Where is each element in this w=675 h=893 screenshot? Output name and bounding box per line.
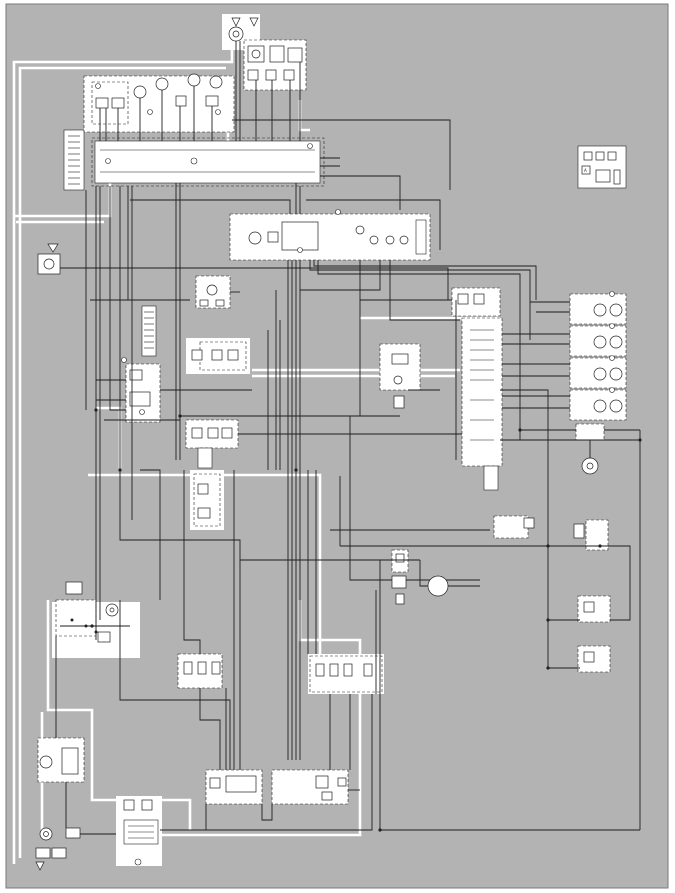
ecu-terminal-strip xyxy=(63,129,85,191)
right-middle-switches xyxy=(493,515,611,673)
top-sensor-cluster xyxy=(83,73,235,133)
top-right-connectors xyxy=(243,39,307,91)
bottom-left-rectifier xyxy=(35,737,85,871)
lower-fuse-group-left xyxy=(177,653,223,689)
control-unit-wires xyxy=(127,183,537,760)
bottom-connector-b xyxy=(271,769,349,805)
bottom-connector-a xyxy=(205,769,263,805)
trunk-wires xyxy=(55,186,641,835)
center-relay xyxy=(195,275,240,309)
mid-right-relay xyxy=(379,343,421,409)
lower-switch-box xyxy=(190,470,224,530)
right-horn xyxy=(575,423,605,475)
ecu-connector-block xyxy=(91,137,325,187)
left-triangle-sensor xyxy=(37,243,449,300)
diagram-sheet xyxy=(5,3,669,889)
lower-fuse-group-right xyxy=(308,654,384,694)
junction-dots xyxy=(90,408,642,832)
bottom-key-switch xyxy=(116,796,162,866)
center-switch-cluster xyxy=(180,415,480,469)
mid-switch-box xyxy=(186,338,250,374)
right-connector-stack xyxy=(451,287,503,491)
left-harness-connector xyxy=(141,305,157,357)
legend-box: A xyxy=(577,145,627,189)
legend-mark: A xyxy=(584,168,587,173)
top-sensor-triangle xyxy=(222,14,260,50)
control-unit-block xyxy=(229,209,431,261)
ecu-feed-wires xyxy=(99,41,451,210)
right-lamp-bank xyxy=(569,291,627,421)
